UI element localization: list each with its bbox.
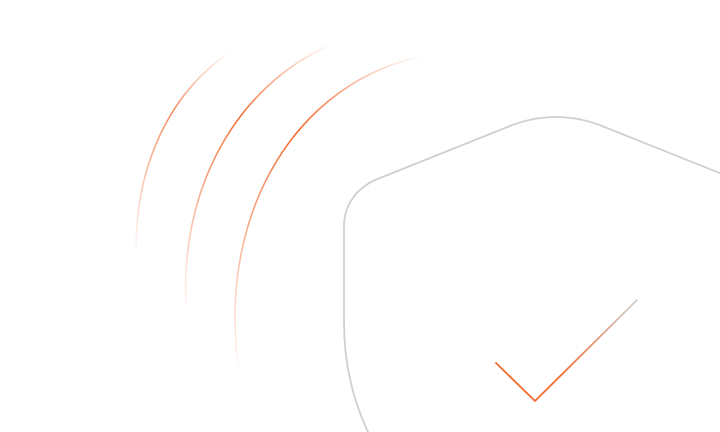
motion-arc-inner bbox=[135, 51, 231, 249]
shield-outline bbox=[343, 116, 720, 432]
motion-arc-outer bbox=[234, 55, 425, 365]
motion-arc-middle bbox=[184, 43, 333, 307]
check-icon bbox=[495, 299, 638, 403]
